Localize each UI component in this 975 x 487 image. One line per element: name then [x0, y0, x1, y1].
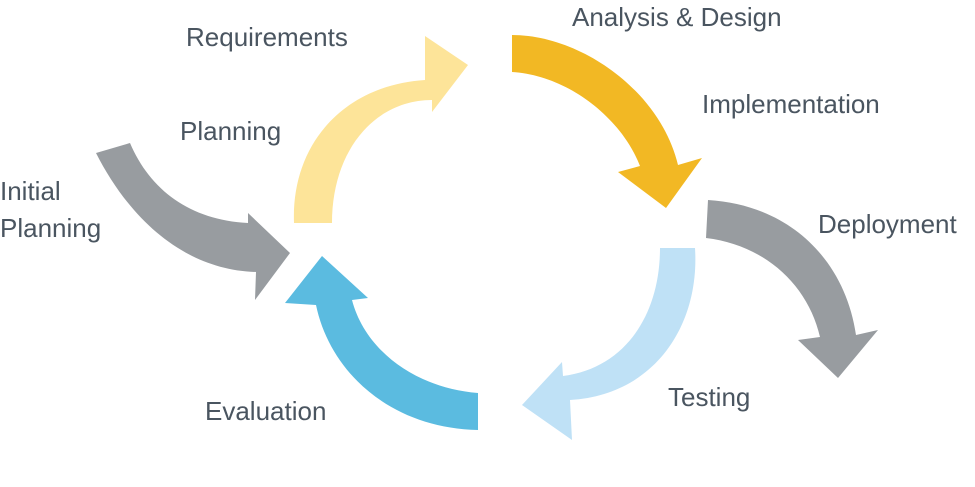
evaluation-label: Evaluation [205, 396, 326, 426]
planning-arrow [293, 36, 468, 223]
implementation-label: Implementation [702, 89, 880, 119]
initial-planning-label-line1: Initial [0, 176, 61, 206]
requirements-label: Requirements [186, 22, 348, 52]
initial-planning-arrow [96, 143, 290, 300]
planning-label: Planning [180, 116, 281, 146]
deployment-arrow [706, 200, 878, 378]
evaluation-arrow [285, 256, 478, 430]
testing-arrow [522, 248, 696, 440]
testing-label: Testing [668, 382, 750, 412]
analysis-design-label: Analysis & Design [572, 2, 782, 32]
analysis-design-arrow [512, 35, 702, 208]
initial-planning-label-line2: Planning [0, 213, 101, 243]
deployment-label: Deployment [818, 209, 958, 239]
